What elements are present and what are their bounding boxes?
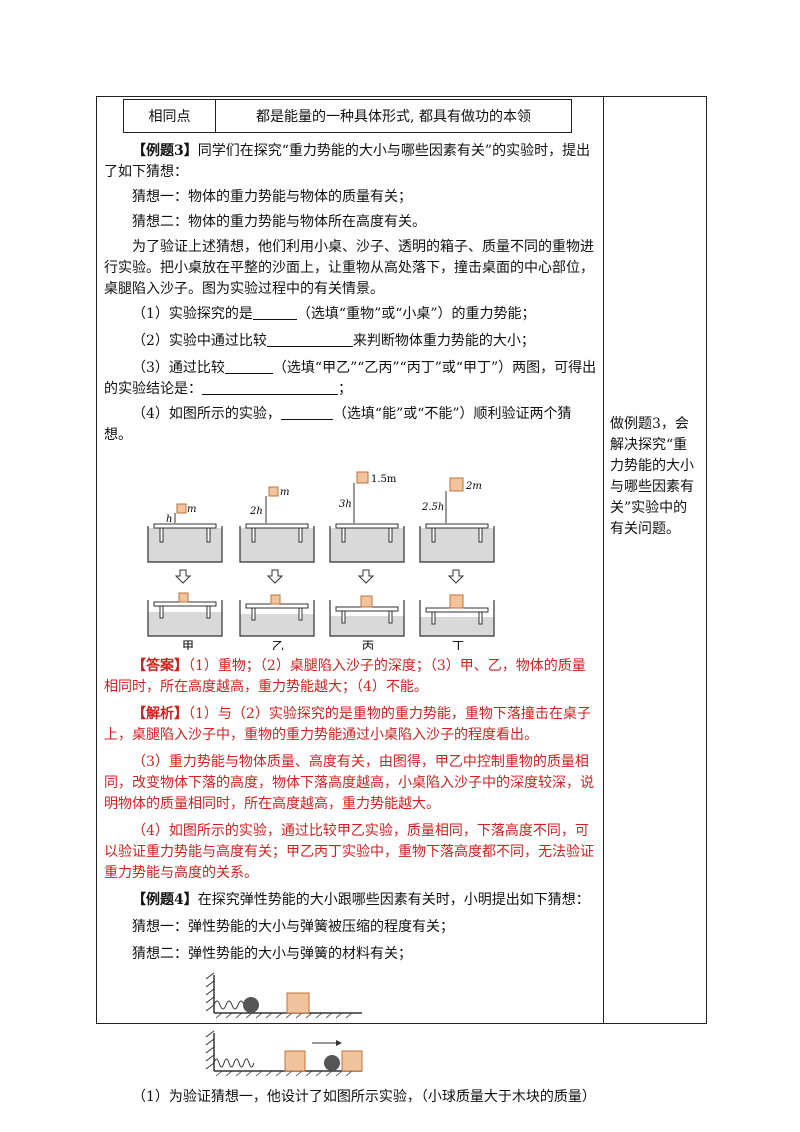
example4-guess2: 猜想二：弹性势能的大小与弹簧的材料有关；	[132, 946, 412, 962]
analysis-block-1: 【解析】（1）与（2）实验探究的是重物的重力势能，重物下落撞击在桌子上，桌腿陷入…	[104, 706, 591, 743]
spring-icon	[213, 1058, 255, 1068]
mass-block	[449, 477, 464, 492]
example3-guess1: 猜想一：物体的重力势能与物体的质量有关；	[132, 189, 412, 205]
mass-block	[176, 503, 187, 514]
example3-intro: 【例题3】同学们在探究“重力势能的大小与哪些因素有关”的实验时，提出了如下猜想：	[104, 143, 591, 180]
panel-ding: 2m 2.5h 丁	[419, 477, 495, 650]
wood-block	[286, 992, 310, 1014]
panel-label: 丁	[452, 639, 464, 650]
panel-label: 甲	[182, 639, 194, 650]
question-2: （2）实验中通过比较来判断物体重力势能的大小；	[132, 332, 535, 349]
answer-blank[interactable]	[252, 305, 297, 320]
comparison-table: 相同点 都是能量的一种具体形式, 都具有做功的本领	[123, 99, 572, 133]
mass-label: 2m	[465, 481, 482, 492]
answer-blank[interactable]	[280, 405, 333, 420]
example3-setup: 为了验证上述猜想，他们利用小桌、沙子、透明的箱子、质量不同的重物进行实验。把小桌…	[104, 239, 594, 297]
main-content: 【例题3】同学们在探究“重力势能的大小与哪些因素有关”的实验时，提出了如下猜想：…	[104, 141, 598, 1114]
spring-setup-top	[205, 972, 362, 1019]
spring-experiment-figure	[205, 972, 363, 1077]
mass-label: m	[187, 504, 196, 515]
arrow-right-icon	[336, 1040, 342, 1046]
mass-label: 1.5m	[371, 474, 397, 485]
height-label: 2.5h	[421, 502, 444, 513]
column-divider	[603, 96, 604, 1024]
panel-label: 丙	[362, 639, 374, 650]
answer-blank[interactable]	[202, 380, 338, 395]
panel-yi: m 2h 乙	[239, 486, 315, 650]
outer-table	[96, 96, 707, 1024]
panel-bing: 1.5m 3h 丙	[329, 471, 405, 650]
answer-blank[interactable]	[224, 359, 273, 374]
mass-block	[268, 486, 279, 497]
panel-label: 乙	[272, 639, 284, 650]
answer-block: 【答案】（1）重物；（2）桌腿陷入沙子的深度；（3）甲、乙，物体的质量相同时，所…	[104, 658, 586, 695]
analysis-block-3: （4）如图所示的实验，通过比较甲乙实验，质量相同，下落高度不同，可以验证重力势能…	[104, 823, 594, 881]
example3-tag: 【例题3】	[132, 143, 198, 159]
question-1: （1）实验探究的是（选填“重物”或“小桌”）的重力势能；	[132, 305, 536, 322]
ball-icon	[324, 1055, 340, 1071]
example4-intro: 【例题4】在探究弹性势能的大小跟哪些因素有关时，小明提出如下猜想：	[132, 892, 590, 908]
table-label-cell: 相同点	[124, 100, 216, 132]
answer-blank[interactable]	[266, 332, 353, 347]
mass-label: m	[280, 487, 289, 498]
analysis-block-2: （3）重力势能与物体质量、高度有关，由图得，甲乙中控制重物的质量相同，改变物体下…	[104, 754, 594, 812]
panel-jia: m h 甲	[147, 503, 223, 650]
ball-icon	[243, 997, 259, 1013]
mass-block	[356, 471, 369, 484]
gravity-experiment-figure: m h 甲 m 2h	[147, 471, 495, 650]
question-3: （3）通过比较（选填“甲乙”“乙丙”“丙丁”或“甲丁”）两图，可得出的实验结论是…	[104, 359, 597, 397]
spring-setup-bottom	[205, 1030, 363, 1077]
side-note: 做例题3，会解决探究“重力势能的大小与哪些因素有关”实验中的有关问题。	[610, 416, 694, 537]
height-label: 2h	[249, 506, 263, 517]
spring-icon	[213, 1000, 245, 1010]
example4-guess1: 猜想一：弹性势能的大小与弹簧被压缩的程度有关；	[132, 919, 454, 935]
example4-question-1: （1）为验证猜想一，他设计了如图所示实验，（小球质量大于木块的质量）	[132, 1089, 596, 1105]
table-content-cell: 都是能量的一种具体形式, 都具有做功的本领	[256, 109, 531, 125]
example3-guess2: 猜想二：物体的重力势能与物体所在高度有关。	[132, 214, 426, 230]
height-label: h	[166, 514, 172, 525]
question-4: （4）如图所示的实验，（选填“能”或“不能”）顺利验证两个猜想。	[104, 405, 572, 443]
height-label: 3h	[339, 499, 352, 510]
